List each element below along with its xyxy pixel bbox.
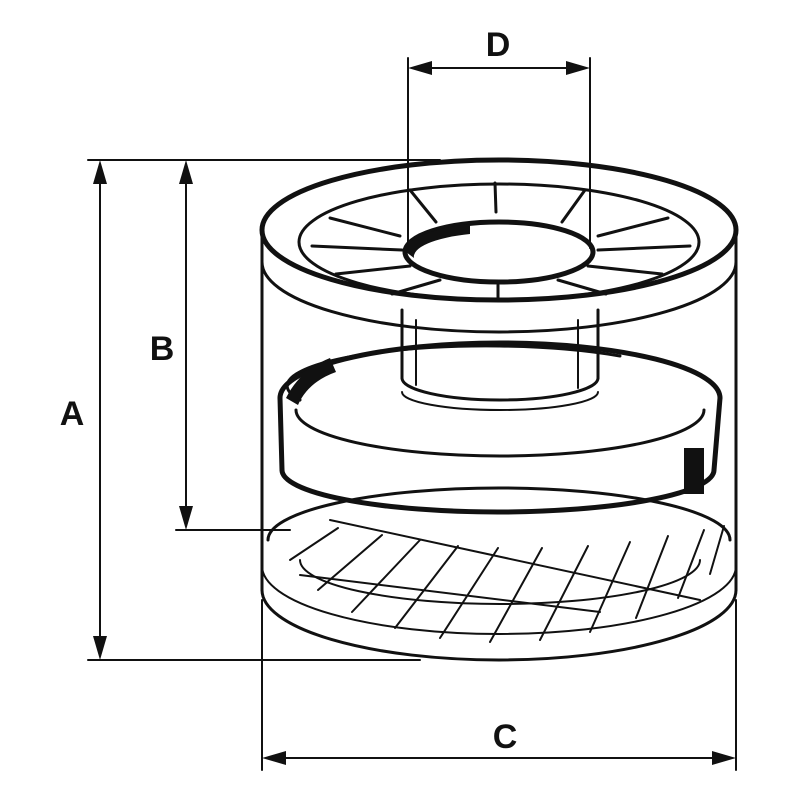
baffle-bottom-front-rim: [279, 467, 717, 515]
dimension-c: C: [261, 599, 737, 771]
dim-b-label: B: [150, 330, 175, 368]
baffle-left-edge: [277, 395, 285, 473]
dim-d-label: D: [486, 26, 511, 64]
cap-spoke: [560, 188, 587, 224]
vane-blade: [289, 527, 339, 561]
outer-cylinder: [260, 230, 738, 662]
cap-spoke: [408, 188, 438, 224]
cap-inner-rim: [297, 182, 701, 302]
cap-side-band: [260, 238, 738, 334]
baffle-shadow-left: [286, 358, 336, 405]
vane-blade: [677, 529, 705, 599]
vane-blade: [317, 534, 383, 591]
cap-spoke: [390, 278, 442, 296]
cap-spokes: [310, 181, 692, 300]
vane-blade: [539, 545, 589, 641]
cylinder-bottom-inner-rim: [261, 565, 737, 635]
cylinder-bottom-rim: [260, 588, 738, 662]
cap-hole-shadow: [405, 224, 470, 258]
dim-c-arrow-left: [262, 751, 286, 765]
vane-blade: [394, 545, 459, 629]
vane-blade: [635, 535, 669, 619]
baffle-right-edge: [711, 395, 723, 473]
dimension-b: B: [150, 160, 291, 531]
vane-blade: [439, 547, 499, 639]
inner-baffle-cup: [277, 340, 723, 515]
dimension-d: D: [407, 26, 591, 249]
dim-c-label: C: [493, 718, 518, 756]
vane-brace: [299, 574, 601, 613]
baffle-inner-back-line: [285, 344, 622, 402]
baffle-slot-right: [684, 448, 704, 494]
top-end-cap: [259, 157, 739, 334]
cap-spoke: [328, 216, 402, 238]
baffle-top-back-rim: [277, 340, 723, 401]
center-tube: [400, 308, 600, 411]
vane-blade: [709, 525, 725, 575]
cap-center-hole: [402, 219, 596, 285]
vane-blade: [489, 547, 543, 643]
bottom-vane-ring: [266, 486, 732, 643]
vane-blade: [589, 541, 631, 633]
cap-spoke: [586, 264, 664, 276]
vane-blades: [289, 519, 725, 643]
cap-spoke: [596, 216, 670, 238]
tube-bottom-rim: [400, 376, 600, 402]
cap-spoke: [334, 264, 412, 276]
dim-d-arrow-right: [566, 61, 590, 75]
baffle-inner-front-rim: [294, 408, 706, 458]
dim-c-arrow-right: [712, 751, 736, 765]
cap-spoke: [596, 244, 692, 252]
vane-ring-inner-edge: [299, 559, 701, 605]
dim-a-label: A: [60, 395, 85, 433]
cap-spoke: [493, 181, 498, 214]
dim-a-arrow-bottom: [93, 636, 107, 660]
cap-spoke: [556, 278, 608, 296]
vane-ring-back-edge: [266, 486, 732, 542]
dim-b-arrow-bottom: [179, 506, 193, 530]
dimension-a: A: [60, 159, 441, 661]
dim-b-arrow-top: [179, 160, 193, 184]
cap-outer-rim: [259, 157, 739, 303]
vane-blade: [351, 539, 421, 613]
dim-a-arrow-top: [93, 160, 107, 184]
cap-spoke: [310, 244, 404, 252]
vane-brace: [329, 519, 701, 601]
tube-collar: [401, 391, 599, 411]
dim-d-arrow-left: [408, 61, 432, 75]
